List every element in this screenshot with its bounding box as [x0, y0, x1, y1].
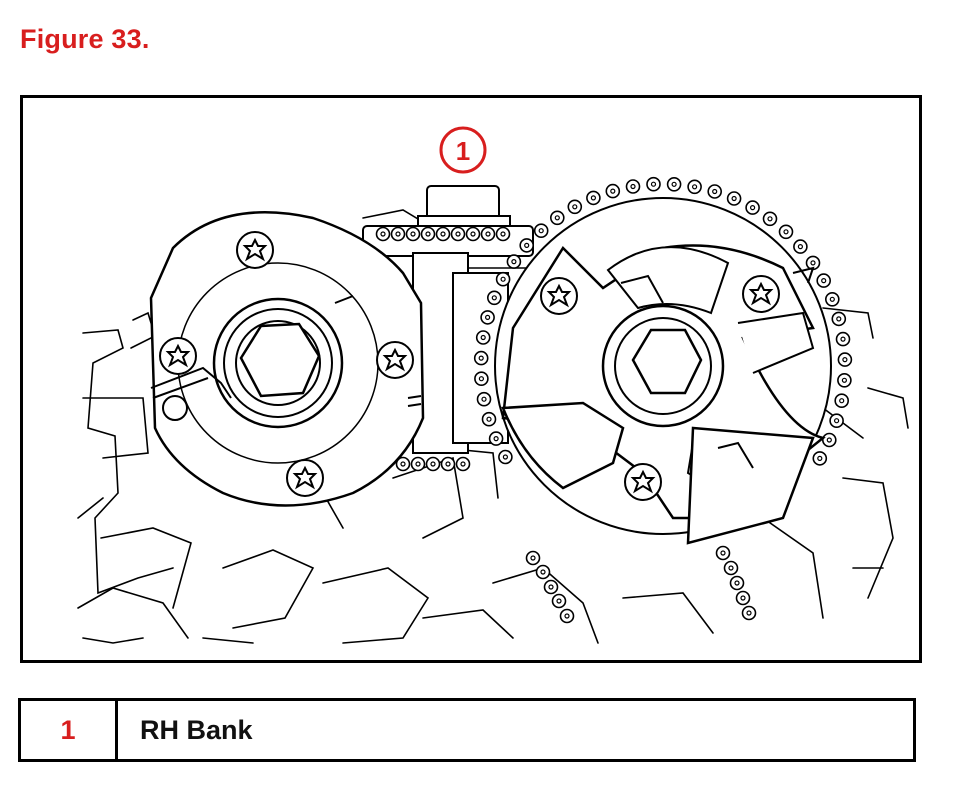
right-camshaft-sprocket: [494, 197, 832, 545]
diagram-frame: 1: [20, 95, 922, 663]
timing-chain-lower: [395, 456, 471, 472]
callout-number: 1: [456, 136, 470, 166]
legend-number: 1: [21, 701, 118, 759]
callout-marker-1: 1: [439, 126, 487, 174]
left-camshaft-sprocket: [149, 211, 425, 507]
figure-title: Figure 33.: [20, 24, 150, 54]
legend-label: RH Bank: [140, 714, 253, 745]
timing-chain-upper: [375, 226, 511, 242]
engine-timing-illustration: 1: [77, 126, 909, 644]
legend-table: 1 RH Bank: [18, 698, 916, 762]
